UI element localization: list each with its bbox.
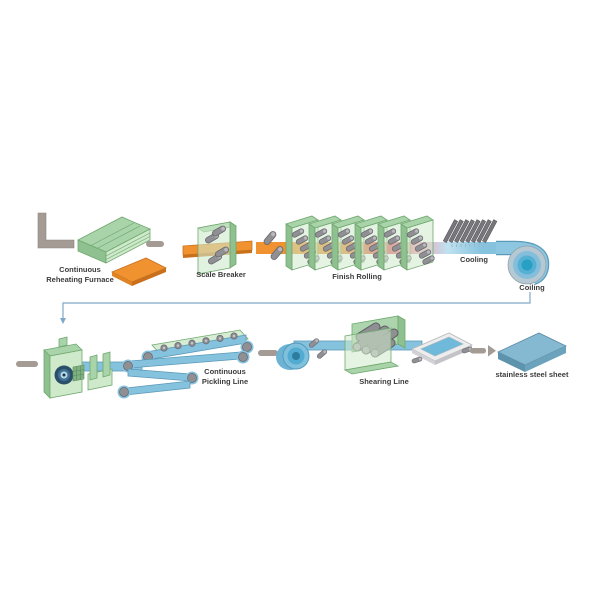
flow-arrow-icon <box>470 345 496 357</box>
flow-dash-icon <box>146 241 164 247</box>
flow-dash-icon <box>16 361 38 367</box>
steel-sheet <box>497 332 567 372</box>
shearing-uncoiler <box>276 342 310 370</box>
welder-machine <box>87 351 113 391</box>
coiler <box>496 240 550 285</box>
shearing-line <box>276 315 473 375</box>
label-scale-breaker: Scale Breaker <box>196 270 246 279</box>
label-cooling: Cooling <box>460 255 488 264</box>
reheating-furnace <box>77 216 151 264</box>
label-steel-sheet: stainless steel sheet <box>495 370 569 379</box>
cooling-headers <box>442 219 498 247</box>
label-reheating-furnace: Continuous Reheating Furnace <box>46 265 114 284</box>
scale-breaker-machine <box>182 221 253 275</box>
flow-dash-icon <box>258 350 278 356</box>
pickling-line <box>117 329 254 399</box>
label-coiling: Coiling <box>519 283 545 292</box>
flow-corner-icon <box>37 212 75 249</box>
finish-rolling-mill <box>286 216 435 270</box>
label-finish-rolling: Finish Rolling <box>332 272 382 281</box>
connector-arrow <box>60 292 531 324</box>
rolling-stand <box>401 216 435 270</box>
stacker-tray <box>411 332 473 365</box>
label-shearing-line: Shearing Line <box>359 377 409 386</box>
label-pickling-line: Continuous Pickling Line <box>201 367 249 386</box>
uncoiler-machine <box>43 336 85 399</box>
pickling-top-rollers <box>160 332 238 352</box>
hot-slab <box>111 257 167 286</box>
leveler-shear-machine <box>343 315 406 375</box>
